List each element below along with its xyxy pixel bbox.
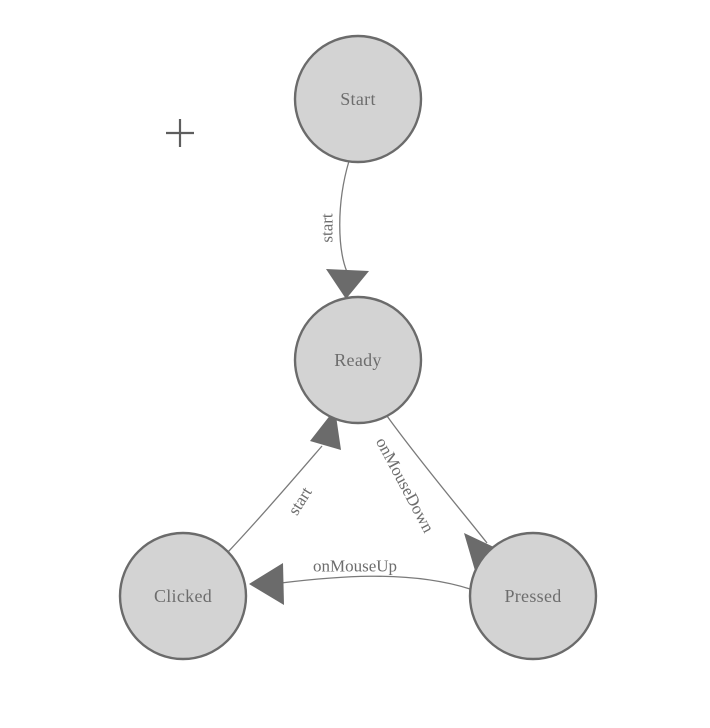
edge-ready-to-pressed[interactable]: onMouseDown <box>372 415 498 574</box>
edge-arrowhead-pressed-to-clicked <box>249 563 284 605</box>
edge-label-pressed-to-clicked: onMouseUp <box>313 557 397 576</box>
edge-label-clicked-to-ready: start <box>284 483 316 518</box>
node-circle-start[interactable] <box>293 34 423 164</box>
edge-pressed-to-clicked[interactable]: onMouseUp <box>249 557 471 606</box>
node-label-start: Start <box>340 89 376 109</box>
node-circle-clicked[interactable] <box>118 531 248 661</box>
crosshair-icon[interactable] <box>166 119 194 147</box>
edge-arrowhead-start-to-ready <box>326 269 369 299</box>
node-pressed[interactable]: Pressed <box>468 531 598 661</box>
node-label-clicked: Clicked <box>154 586 212 606</box>
node-label-ready: Ready <box>334 350 381 370</box>
edge-line-ready-to-pressed <box>386 415 488 544</box>
edge-arrowhead-clicked-to-ready <box>310 409 341 450</box>
edge-line-pressed-to-clicked <box>280 575 471 590</box>
edge-start-to-ready[interactable]: start <box>318 160 370 299</box>
edge-line-clicked-to-ready <box>227 445 323 553</box>
node-start[interactable]: Start <box>293 34 423 164</box>
edge-clicked-to-ready[interactable]: start <box>227 409 341 553</box>
edge-line-start-to-ready <box>339 160 350 273</box>
node-clicked[interactable]: Clicked <box>118 531 248 661</box>
node-circle-pressed[interactable] <box>468 531 598 661</box>
edge-label-ready-to-pressed: onMouseDown <box>372 434 438 536</box>
node-label-pressed: Pressed <box>504 586 561 606</box>
edge-label-start-to-ready: start <box>318 213 337 243</box>
node-ready[interactable]: Ready <box>293 295 423 425</box>
edge-arrowhead-ready-to-pressed <box>464 533 498 574</box>
node-circle-ready[interactable] <box>293 295 423 425</box>
